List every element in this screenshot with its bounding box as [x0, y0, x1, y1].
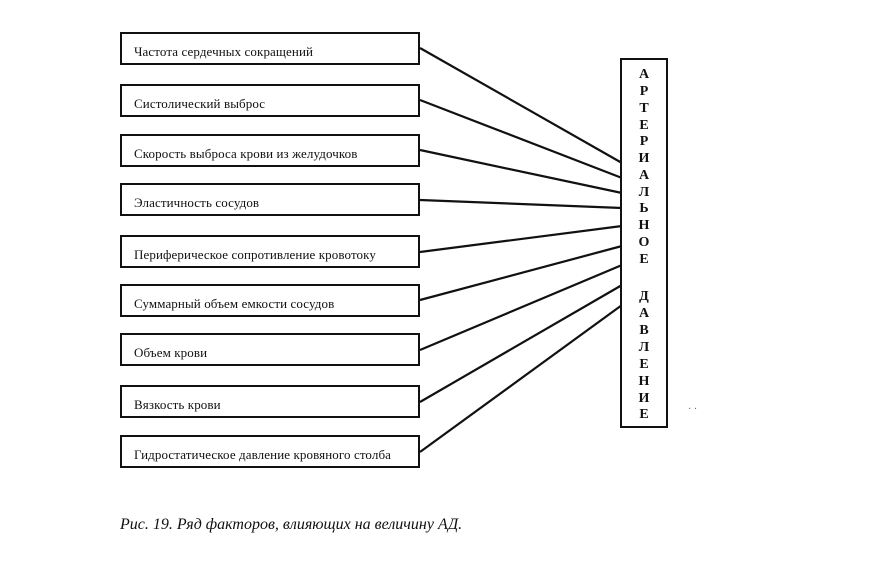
bp-letter: Ь — [639, 201, 649, 216]
factor-label: Эластичность сосудов — [134, 195, 260, 210]
bp-letter: А — [638, 67, 650, 82]
factor-box: Суммарный объем емкости сосудов — [120, 284, 420, 317]
bp-letter: И — [638, 391, 650, 406]
connector-line — [419, 47, 623, 164]
figure-caption: Рис. 19. Ряд факторов, влияющих на велич… — [120, 516, 463, 533]
bp-letter: Н — [638, 218, 650, 233]
factor-box: Вязкость крови — [120, 385, 420, 418]
bp-letter: Р — [639, 84, 649, 99]
factor-label: Гидростатическое давление кровяного стол… — [134, 447, 392, 462]
factor-box: Гидростатическое давление кровяного стол… — [120, 435, 420, 468]
factor-box: Частота сердечных сокращений — [120, 32, 420, 65]
bp-letter: Е — [639, 357, 649, 372]
bp-letter: Л — [638, 185, 650, 200]
bp-letter: Д — [639, 289, 649, 304]
bp-letter: И — [638, 151, 650, 166]
scan-speck: · · — [688, 404, 698, 415]
factor-box: Эластичность сосудов — [120, 183, 420, 216]
connector-line — [419, 244, 623, 302]
bp-letter: Е — [639, 252, 649, 267]
connector-line — [419, 98, 623, 180]
factor-label: Вязкость крови — [134, 397, 221, 412]
bp-letter: Т — [639, 101, 649, 116]
factor-label: Систолический выброс — [134, 96, 266, 111]
bp-letter: А — [638, 306, 650, 321]
bp-letter: Р — [639, 134, 649, 149]
bp-letter: Е — [639, 118, 649, 133]
connector-line — [419, 198, 623, 210]
factor-label: Скорость выброса крови из желудочков — [134, 146, 358, 161]
factor-box: Объем крови — [120, 333, 420, 366]
connector-line — [419, 304, 623, 453]
bp-letter: Н — [638, 374, 650, 389]
connector-line — [419, 263, 623, 352]
factor-label: Периферическое сопротивление кровотоку — [134, 247, 376, 262]
connector-line — [419, 224, 623, 254]
bp-letter: Л — [638, 340, 650, 355]
connector-line — [419, 148, 623, 195]
factor-box: Периферическое сопротивление кровотоку — [120, 235, 420, 268]
factor-label: Объем крови — [134, 345, 208, 360]
bp-letter: О — [638, 235, 650, 250]
factor-label: Суммарный объем емкости сосудов — [134, 296, 335, 311]
factor-box: Систолический выброс — [120, 84, 420, 117]
bp-letter: А — [638, 168, 650, 183]
bp-letter: Е — [639, 407, 649, 422]
bp-letter: В — [639, 323, 649, 338]
factor-box: Скорость выброса крови из желудочков — [120, 134, 420, 167]
connector-line — [419, 284, 623, 403]
factor-label: Частота сердечных сокращений — [134, 44, 314, 59]
